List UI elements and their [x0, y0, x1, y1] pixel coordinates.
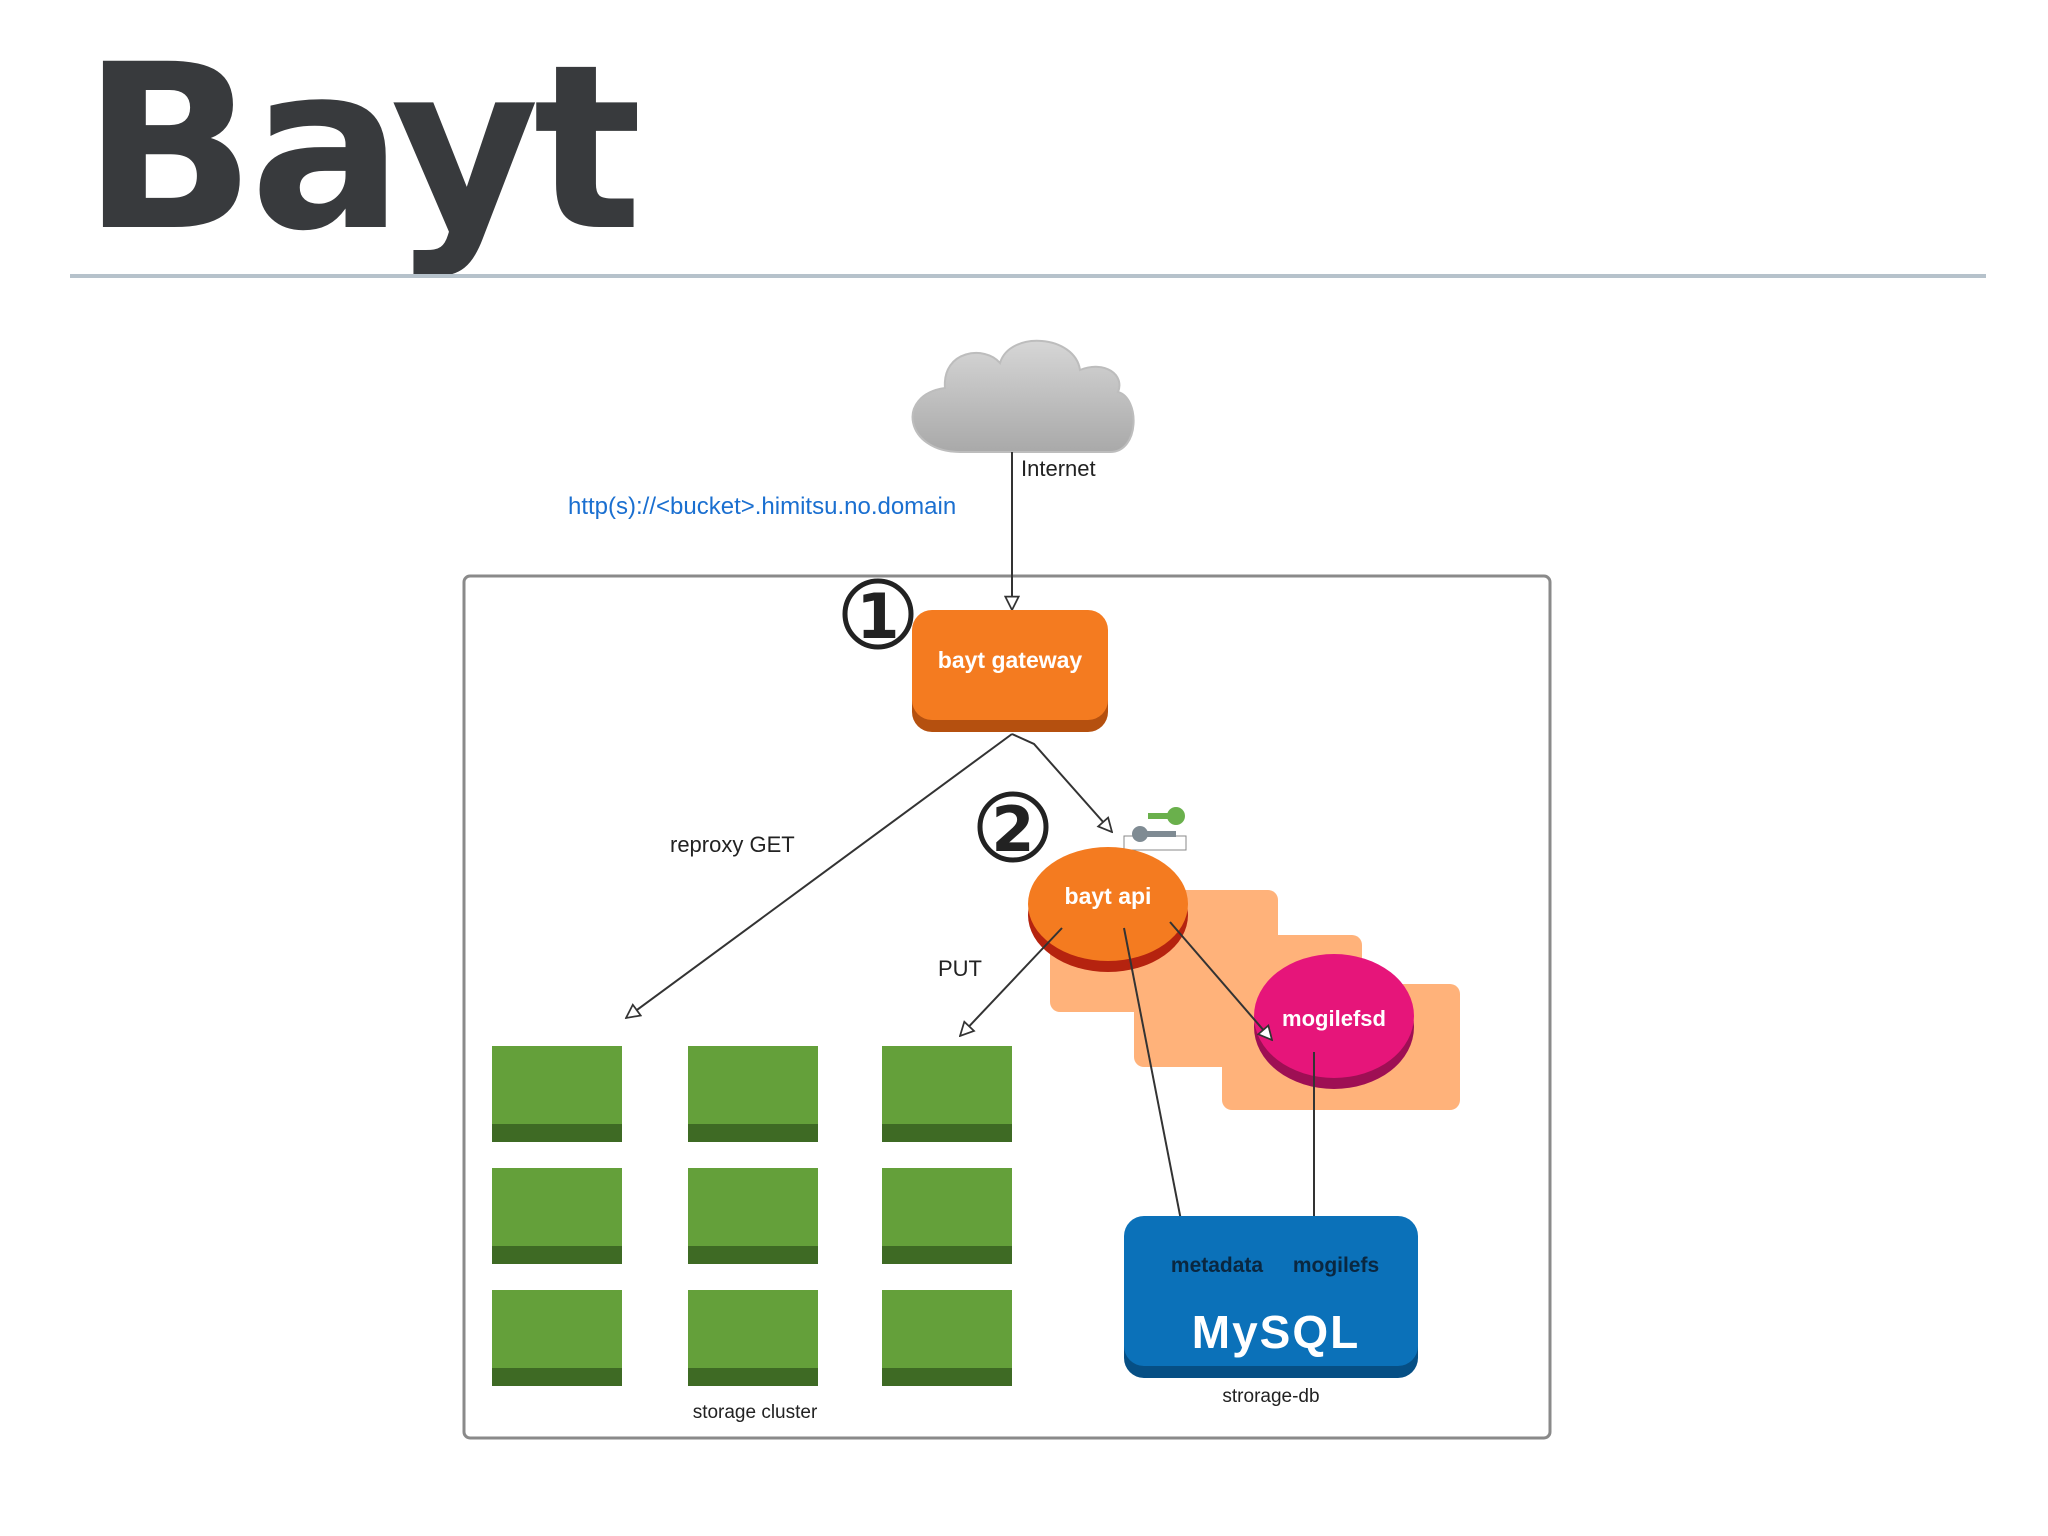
system-boundary [462, 574, 1552, 1440]
step1-marker-ring [842, 578, 914, 650]
gateway-to-api-arrow [1011, 733, 1112, 832]
db-metadata-label: metadata [1171, 1254, 1264, 1277]
put-arrow [960, 927, 1063, 1036]
mysql-logo-text: MySQL [1192, 1306, 1360, 1358]
step2-marker-number: 2 [991, 793, 1034, 866]
gateway-label: bayt gateway [938, 647, 1083, 673]
storage-node-icon [688, 1046, 818, 1142]
url-label: http(s)://<bucket>.himitsu.no.domain [568, 493, 956, 520]
step1-marker-number: 1 [856, 580, 899, 653]
mysql-storage-db[interactable]: metadata mogilefs MySQL [1124, 1216, 1418, 1378]
api-to-metadata-arrow [1123, 927, 1186, 1246]
storage-cluster-grid [492, 1046, 1012, 1386]
mogilefsd-label: mogilefsd [1282, 1006, 1386, 1031]
api-label: bayt api [1065, 883, 1152, 909]
mogilefsd-node[interactable]: mogilefsd [1254, 954, 1414, 1089]
storage-node-icon [492, 1046, 622, 1142]
storage-cluster-label: storage cluster [693, 1402, 818, 1423]
key-icon [1123, 807, 1187, 851]
cloud-icon [911, 339, 1135, 453]
storage-node-icon [492, 1168, 622, 1264]
reproxy-get-arrow [626, 733, 1013, 1018]
title-divider [70, 274, 1986, 278]
storage-node-icon [882, 1046, 1012, 1142]
reproxy-get-label: reproxy GET [670, 832, 795, 857]
storage-db-label: strorage-db [1222, 1386, 1319, 1407]
storage-node-icon [882, 1168, 1012, 1264]
api-to-mogilefsd-arrow [1169, 921, 1272, 1040]
slide-title: Bayt [82, 15, 642, 281]
internet-label: Internet [1021, 456, 1096, 481]
put-label: PUT [938, 956, 982, 981]
bayt-gateway-node[interactable]: bayt gateway [912, 610, 1108, 732]
step2-marker-ring [977, 791, 1049, 863]
storage-node-icon [882, 1290, 1012, 1386]
storage-node-icon [688, 1290, 818, 1386]
db-mogilefs-label: mogilefs [1293, 1254, 1379, 1277]
bayt-api-node[interactable]: bayt api [1028, 847, 1188, 972]
storage-node-icon [688, 1168, 818, 1264]
storage-node-icon [492, 1290, 622, 1386]
